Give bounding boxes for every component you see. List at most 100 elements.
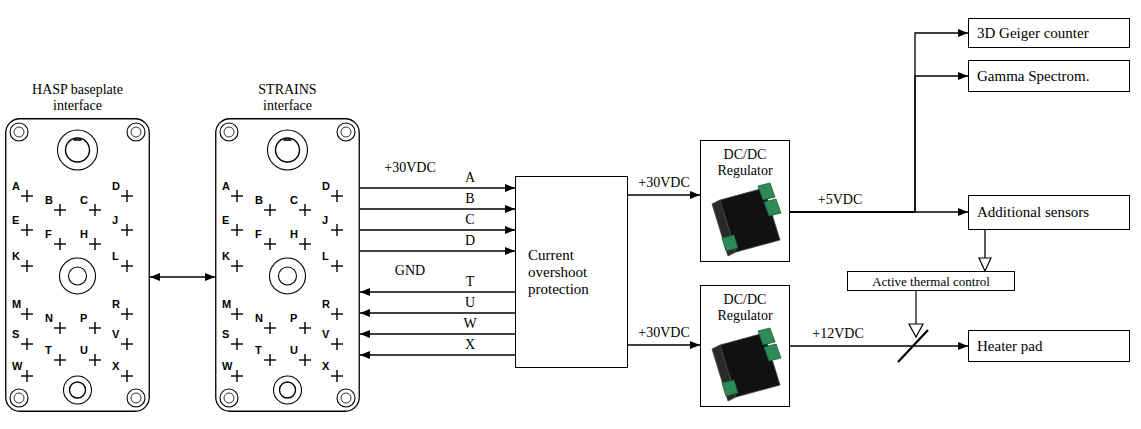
pin-letter: D [322,180,330,193]
pin-letter: A [222,180,230,193]
control-arrow-head [909,324,923,337]
node-text: Gamma Spectrom. [977,68,1089,85]
pin-letter: E [12,214,19,227]
wire-label: U [463,295,477,311]
instrument-box: Gamma Spectrom. [968,60,1130,92]
wire-label: B [463,191,476,207]
pin-letter: L [322,250,329,263]
wire-connector [150,276,215,277]
pin-letter: W [222,360,232,373]
pin-letter: C [290,194,298,207]
node-text: DC/DC Regulator [705,147,785,179]
pin-letter: T [45,344,52,357]
wire-connector [790,345,968,346]
pin-letter: P [80,312,87,325]
pin-letter: C [80,194,88,207]
protection-box: Current overshoot protection [515,176,628,368]
wire-connector [628,194,700,195]
connector-outline [5,118,150,412]
heater-box: Heater pad [968,330,1130,362]
pin-letter: P [290,312,297,325]
node-text: 3D Geiger counter [977,25,1089,42]
pin-letter: H [80,228,88,241]
node-text: Heater pad [977,338,1042,355]
pin-letter: B [255,194,263,207]
pin-letter: S [12,328,19,341]
wire-label: C [463,212,476,228]
pin-letter: A [12,180,20,193]
pin-letter: V [112,328,119,341]
wire-connector [984,230,985,271]
wire-connector [360,291,515,292]
pin-letter: T [255,344,262,357]
pin-letter: X [112,360,119,373]
pin-letter: J [112,214,118,227]
interface-connector: HASP baseplate interfaceADBCEJFHKLMRNPSV… [5,118,150,412]
pin-letter: U [290,344,298,357]
node-text: Active thermal control [872,274,990,289]
wire-connector [790,33,968,212]
node-text: Current overshoot protection [528,247,619,298]
wire-connector [790,211,968,212]
wire-connector [360,333,515,334]
wire-connector [628,344,700,345]
pin-letter: V [322,328,329,341]
pin-letter: W [12,360,22,373]
wire-connector [790,76,968,212]
sensor-box: Additional sensors [968,195,1130,230]
wire-connector [360,250,515,251]
pin-letter: B [45,194,53,207]
pin-letter: X [322,360,329,373]
wire-label: D [463,233,477,249]
wire-connector [360,187,515,188]
pin-letter: U [80,344,88,357]
pin-letter: R [322,298,330,311]
wire-connector [360,229,515,230]
wire-label: T [464,274,477,290]
signal-label: GND [393,263,427,279]
regulator-box: DC/DC Regulator [700,285,790,407]
wire-connector [360,208,515,209]
connector-heading: HASP baseplate interface [23,82,133,114]
pin-letter: H [290,228,298,241]
wire-label: W [461,316,478,332]
pin-letter: J [322,214,328,227]
signal-label: +30VDC [382,160,437,176]
pin-letter: R [112,298,120,311]
pin-letter: N [255,312,263,325]
pin-letter: K [12,250,20,263]
pin-letter: M [12,298,21,311]
wire-connector [360,312,515,313]
regulator-image [712,328,781,401]
pin-letter: D [112,180,120,193]
node-text: DC/DC Regulator [705,292,785,324]
node-text: Additional sensors [977,204,1089,221]
wire-label: A [463,170,477,186]
wire-label: +5VDC [816,192,864,208]
wire-label: +30VDC [636,325,691,341]
pin-letter: M [222,298,231,311]
pin-letter: L [112,250,119,263]
pin-letter: F [255,228,262,241]
regulator-box: DC/DC Regulator [700,140,790,262]
pin-letter: E [222,214,229,227]
wire-label: +30VDC [636,175,691,191]
regulator-image [712,183,781,256]
wire-label: X [463,337,477,353]
control-arrow-shaft [915,291,916,324]
instrument-box: 3D Geiger counter [968,18,1130,48]
pin-letter: F [45,228,52,241]
interface-connector: STRAINS interfaceADBCEJFHKLMRNPSVTUWX [215,118,360,412]
wire-connector [360,354,515,355]
connector-heading: STRAINS interface [233,82,343,114]
pin-letter: S [222,328,229,341]
pin-letter: N [45,312,53,325]
pin-letter: K [222,250,230,263]
connector-outline [215,118,360,412]
wire-label: +12VDC [810,326,865,342]
control-box: Active thermal control [847,271,1015,291]
